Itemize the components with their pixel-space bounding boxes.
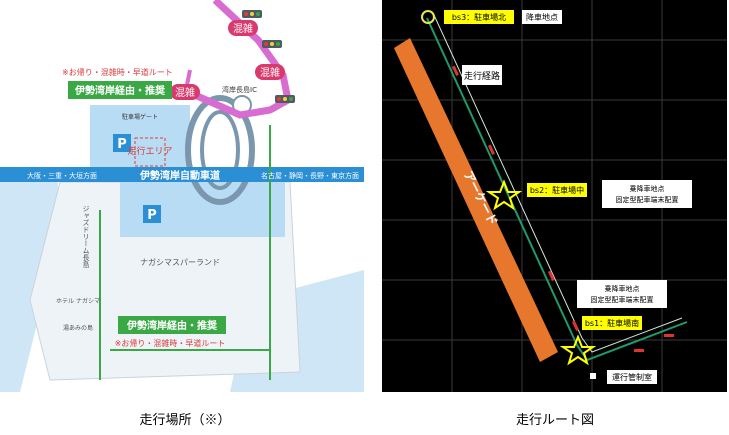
congestion-badge-3: 混雑 [170, 84, 200, 100]
drop-point-2-title: 乗降車地点 [630, 184, 665, 193]
drop-point-label: 降車地点 [526, 12, 558, 22]
recommend-box-top [68, 81, 172, 99]
bs1-label-box [582, 316, 642, 330]
bs2-star [485, 179, 523, 211]
bs3-label: bs3：駐車場北 [452, 12, 506, 22]
arcade-bar [394, 38, 558, 362]
west-direction-label: 大阪・三重・大垣方面 [27, 171, 97, 180]
east-direction-label: 名古屋・静岡・長野・東京方面 [261, 171, 359, 180]
congestion-badge-1: 混雑 [228, 20, 258, 36]
expressway-label: 伊勢湾岸自動車道 [139, 169, 220, 182]
pickup-point-box [577, 280, 667, 308]
drop-point-2-box [602, 180, 692, 208]
route-line-inner [433, 14, 683, 353]
route-note-bottom: ※お帰り・混雑時・早道ルート [115, 338, 226, 348]
route-line-outer [426, 17, 688, 362]
drop-point-box [522, 10, 562, 24]
venue-map: 混雑 混雑 混雑 ※お帰り・混雑時・早道ルート 伊勢湾岸経由・推奨 湾岸長島IC… [0, 0, 364, 392]
svg-text:P: P [147, 208, 157, 223]
svg-text:P: P [117, 137, 127, 152]
pickup-point-subtitle: 固定型配車端末配置 [591, 295, 654, 304]
route-note-top: ※お帰り・混雑時・早道ルート [62, 67, 173, 77]
sea-area-west [0, 180, 58, 392]
congestion-badge-2: 混雑 [255, 64, 285, 80]
bs1-label: bs1：駐車場南 [585, 318, 639, 328]
svg-text:混雑: 混雑 [175, 86, 195, 99]
interchange-inner-loop [200, 110, 240, 190]
spaland-label: ナガシマスパーランド [140, 257, 220, 267]
control-room-marker [590, 373, 596, 379]
control-room-box [607, 370, 657, 384]
bs2-label: bs2：駐車場中 [530, 185, 584, 195]
drive-area-box [134, 137, 166, 167]
drop-point-2-subtitle: 固定型配車端末配置 [616, 195, 679, 204]
traffic-light-2 [262, 40, 282, 48]
bs3-label-box [444, 10, 514, 24]
jazz-dream-label: ジャズドリーム長島 [82, 205, 90, 269]
interchange-loop [185, 95, 255, 205]
traffic-light-1 [242, 10, 262, 18]
bs3-marker [421, 10, 435, 24]
route-diagram-drawing: アーケード bs3：駐車場北 降車地点 走行経路 bs2：駐車場中 乗降車地点 … [382, 0, 727, 392]
bs1-star [559, 334, 597, 366]
pickup-point-title: 乗降車地点 [605, 284, 640, 293]
route-diagram: アーケード bs3：駐車場北 降車地点 走行経路 bs2：駐車場中 乗降車地点 … [382, 0, 727, 392]
recommend-label-bottom: 伊勢湾岸経由・推奨 [126, 319, 218, 332]
bs2-label-box [527, 183, 587, 197]
parking-icon-upper [113, 134, 131, 152]
yuami-label: 湯あみの島 [63, 324, 93, 332]
svg-text:混雑: 混雑 [233, 22, 253, 35]
parking-icon-lower [143, 205, 161, 223]
route-label-box [462, 65, 502, 85]
area-label: 走行エリア [127, 145, 172, 157]
venue-map-drawing: 混雑 混雑 混雑 ※お帰り・混雑時・早道ルート 伊勢湾岸経由・推奨 湾岸長島IC… [0, 0, 364, 392]
recommend-box-bottom [118, 316, 226, 334]
ic-label: 湾岸長島IC [222, 85, 257, 94]
direction-arrows [451, 65, 674, 352]
hotel-label: ホテル ナガシマ [56, 297, 100, 305]
svg-text:混雑: 混雑 [260, 66, 280, 79]
recommend-label-top: 伊勢湾岸経由・推奨 [74, 84, 166, 97]
caption-left: 走行場所（※） [139, 413, 231, 428]
route-label: 走行経路 [464, 70, 500, 82]
control-room-label: 運行管制室 [612, 372, 652, 382]
caption-right: 走行ルート図 [515, 413, 594, 428]
expressway-bar [0, 167, 364, 182]
parking-gate-label: 駐車場ゲート [122, 113, 158, 121]
traffic-light-3 [275, 95, 295, 103]
